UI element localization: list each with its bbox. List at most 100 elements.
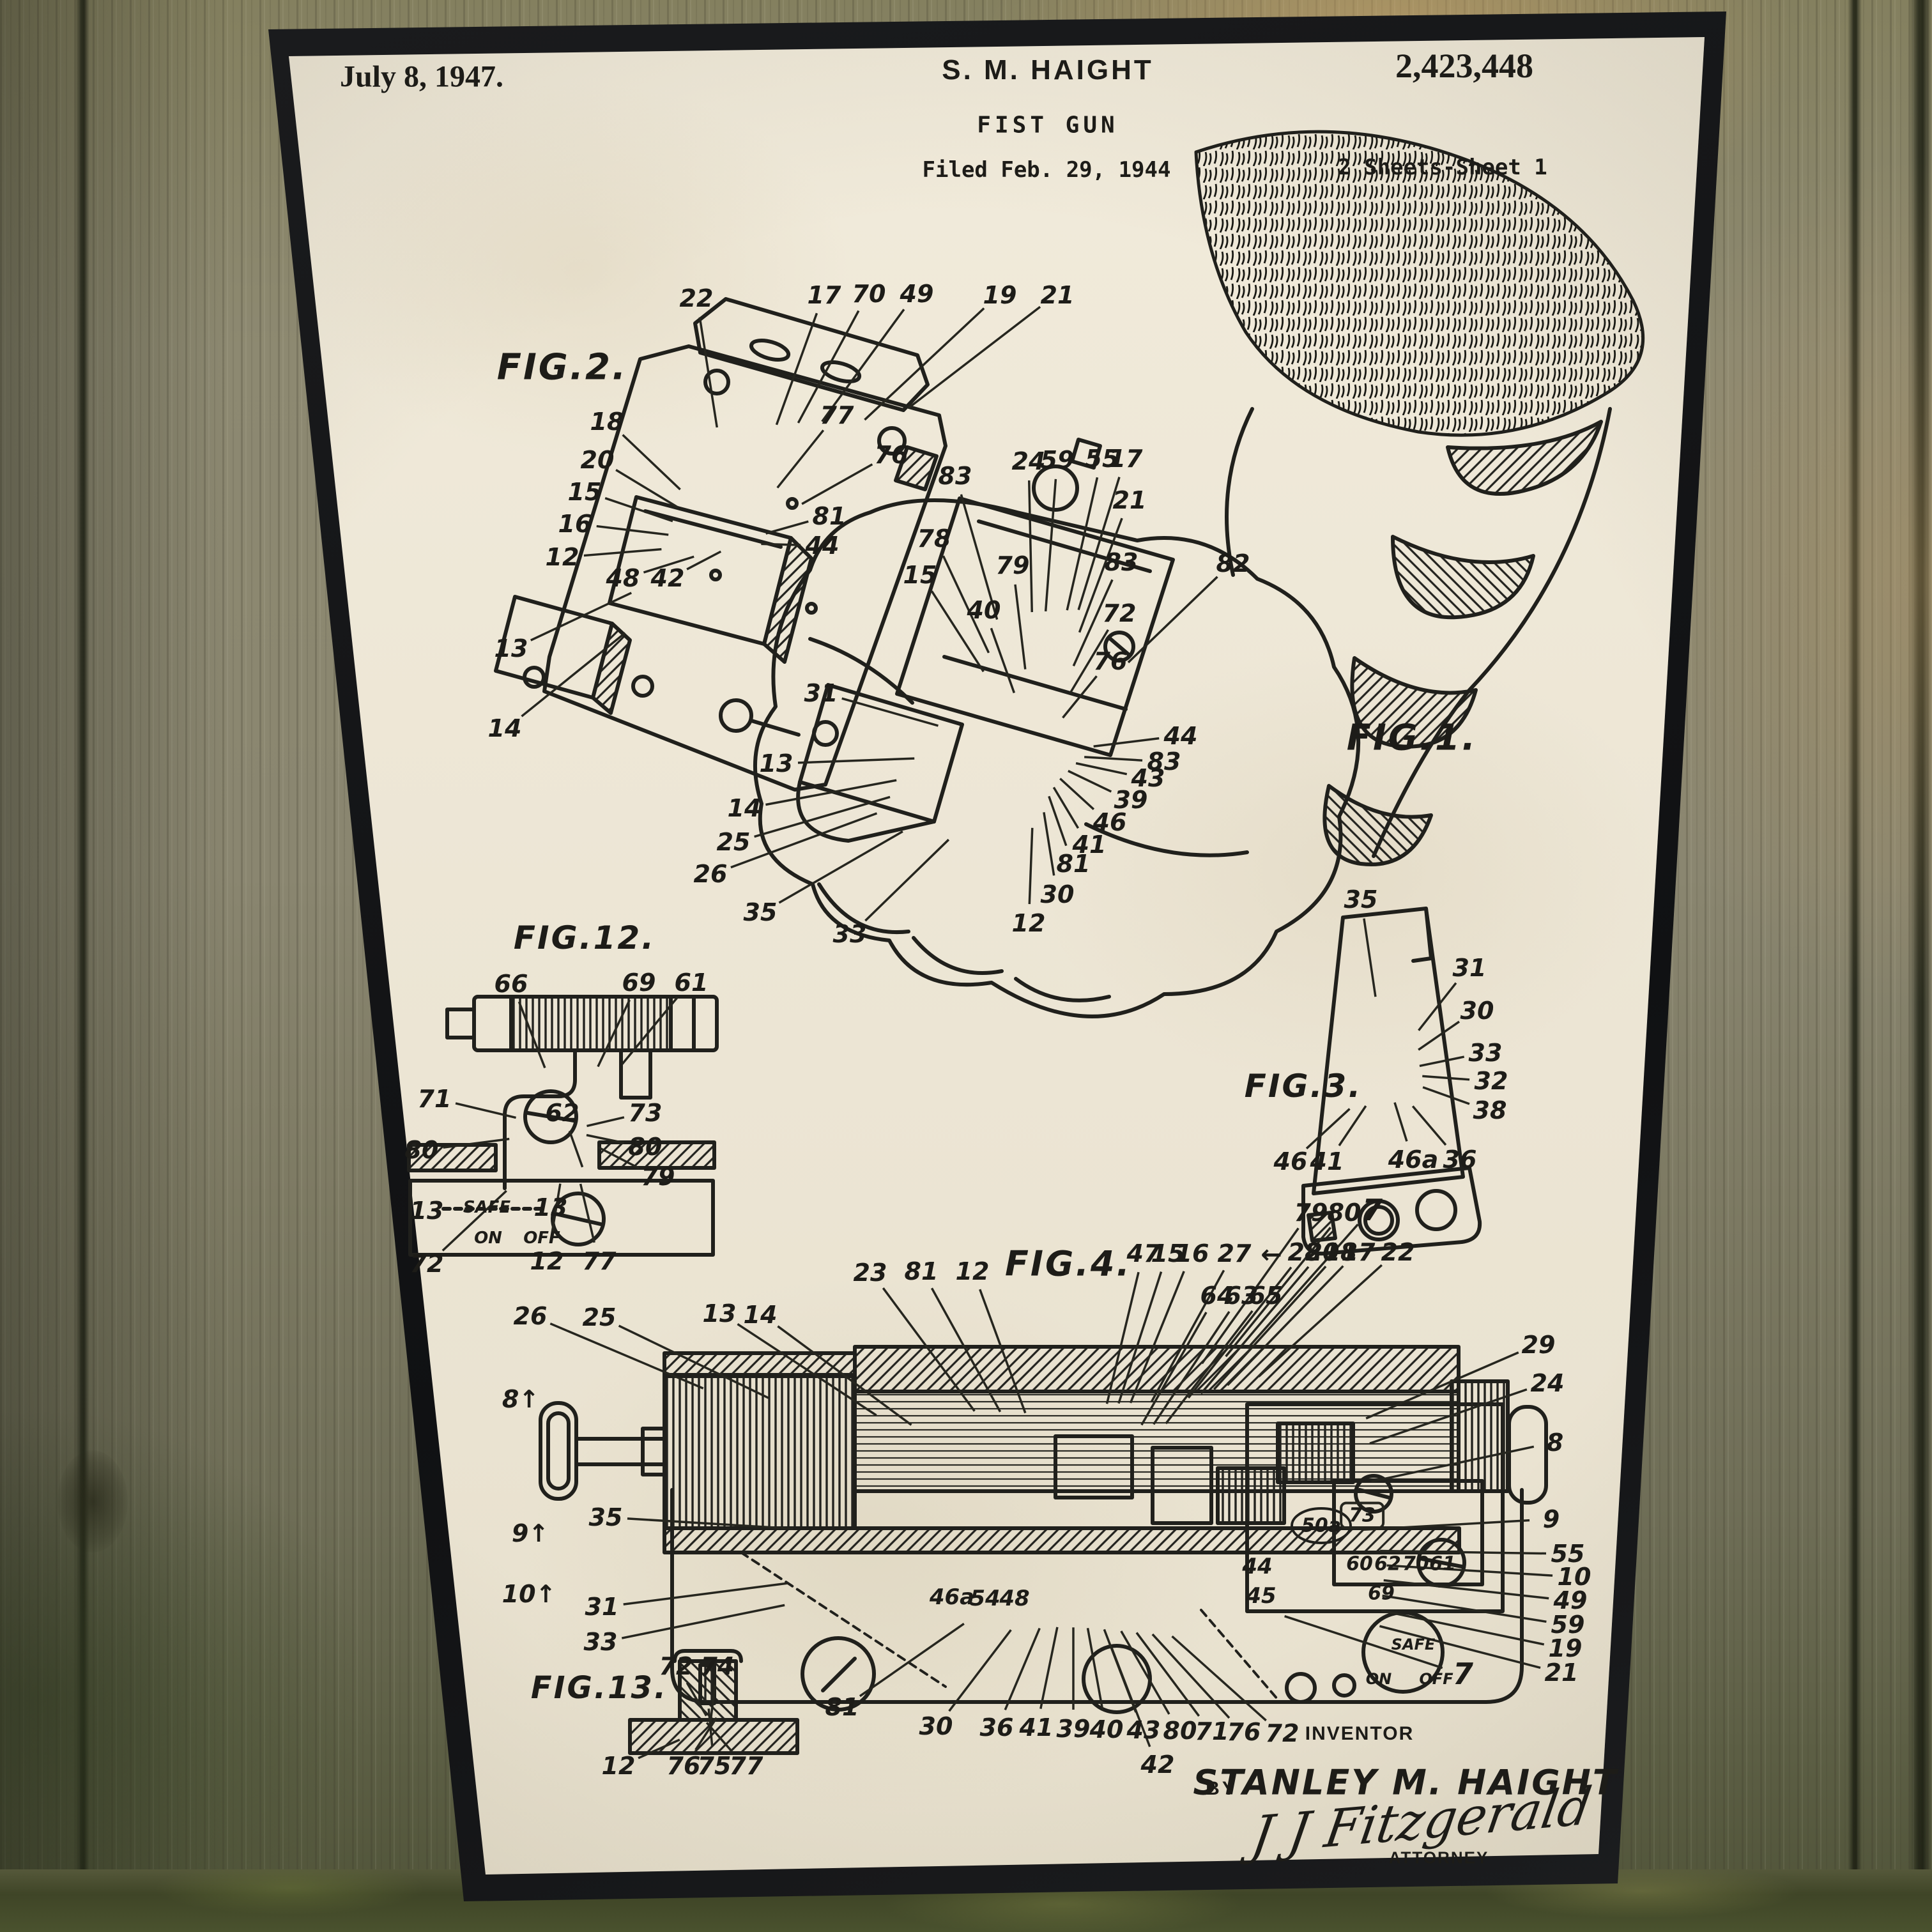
part-label-71: 71 <box>1195 1717 1229 1745</box>
part-label-21: 21 <box>1040 281 1075 309</box>
part-label-16: 16 <box>1175 1239 1209 1268</box>
part-label-75: 75 <box>697 1752 732 1780</box>
part-label-81: 81 <box>1056 850 1091 878</box>
part-label-79: 79 <box>1294 1199 1328 1227</box>
fig2-drawing <box>494 297 947 792</box>
part-label-80: 80 <box>404 1136 439 1164</box>
part-label-31: 31 <box>804 679 838 707</box>
part-label-15: 15 <box>567 478 602 506</box>
part-label-77: 77 <box>820 401 854 429</box>
part-label-10↑: 10↑ <box>502 1580 556 1608</box>
part-label-81: 81 <box>812 502 847 530</box>
part-label-26: 26 <box>693 860 728 888</box>
part-label-9↑: 9↑ <box>511 1519 549 1547</box>
part-label-30: 30 <box>919 1712 953 1740</box>
part-label-60: 60 <box>1346 1552 1373 1575</box>
part-label-48: 48 <box>606 564 640 592</box>
part-label-73: 73 <box>1340 1501 1384 1529</box>
part-label-13: 13 <box>533 1193 568 1222</box>
part-label-29: 29 <box>1521 1331 1556 1359</box>
part-label-61: 61 <box>674 969 709 997</box>
patent-title: FIST GUN <box>977 112 1119 139</box>
part-label-80: 80 <box>628 1133 663 1161</box>
part-label-24: 24 <box>1530 1369 1565 1397</box>
part-label-62: 62 <box>1374 1552 1401 1575</box>
patent-number: 2,423,448 <box>1395 47 1533 85</box>
part-label-13: 13 <box>410 1197 444 1225</box>
part-label-40: 40 <box>1089 1715 1124 1744</box>
part-label-44: 44 <box>1242 1554 1273 1579</box>
part-label-59: 59 <box>1040 446 1075 474</box>
part-label-65: 65 <box>1248 1282 1283 1310</box>
part-label-76: 76 <box>1227 1718 1261 1746</box>
part-label-12: 12 <box>601 1752 636 1780</box>
part-label-16: 16 <box>558 510 592 538</box>
part-label-28: 28 <box>1287 1238 1322 1266</box>
part-label-49: 49 <box>1553 1586 1588 1614</box>
part-label-SAFE: SAFE <box>463 1198 511 1217</box>
part-label-8↑: 8↑ <box>502 1385 540 1413</box>
part-label-69: 69 <box>622 969 656 997</box>
part-label-46a: 46a <box>1388 1146 1439 1174</box>
part-label-78: 78 <box>917 525 951 553</box>
part-label-83: 83 <box>1147 747 1181 776</box>
attorney-label: ATTORNEY <box>1388 1848 1489 1867</box>
part-label-59: 59 <box>1551 1611 1585 1639</box>
part-label-23: 23 <box>853 1259 887 1287</box>
part-label-55: 55 <box>1551 1540 1585 1568</box>
part-label-31: 31 <box>585 1593 619 1621</box>
part-label-32: 32 <box>1474 1067 1508 1095</box>
part-label-46: 46 <box>1273 1147 1308 1176</box>
part-label-49: 49 <box>900 280 934 308</box>
part-label-66: 66 <box>494 970 528 998</box>
part-label-76: 76 <box>1093 647 1128 675</box>
figure-title-fig4: FIG.4. <box>1005 1243 1131 1284</box>
part-label-22: 22 <box>1381 1238 1415 1266</box>
part-label-47: 47 <box>1126 1239 1161 1268</box>
part-label-39: 39 <box>1114 786 1148 814</box>
part-label-35: 35 <box>1344 885 1378 914</box>
part-label-74: 74 <box>700 1652 735 1680</box>
part-label-36: 36 <box>1443 1146 1477 1174</box>
part-label-50a: 50a <box>1301 1514 1341 1537</box>
part-label-12: 12 <box>545 543 579 571</box>
part-label-44: 44 <box>1163 722 1198 750</box>
part-label-14: 14 <box>743 1301 778 1329</box>
part-label-79: 79 <box>995 551 1030 579</box>
inventor-label: INVENTOR <box>1305 1723 1414 1744</box>
part-label-76: 76 <box>874 441 908 469</box>
part-label-7: 7 <box>1361 1193 1383 1227</box>
inventor-name: STANLEY M. HAIGHT <box>1193 1762 1618 1803</box>
part-label-8: 8 <box>1546 1429 1564 1457</box>
part-label-25: 25 <box>716 828 751 856</box>
figure-title-fig12: FIG.12. <box>513 919 656 956</box>
part-label-12: 12 <box>530 1247 564 1275</box>
part-label-30: 30 <box>1460 997 1494 1025</box>
fig3-drawing <box>1301 907 1482 1256</box>
part-label-33: 33 <box>1468 1039 1503 1067</box>
part-label-21: 21 <box>1544 1659 1579 1687</box>
patent-inventor-short: S. M. HAIGHT <box>942 54 1154 86</box>
part-label-43: 43 <box>1131 764 1165 792</box>
part-label-25: 25 <box>582 1303 617 1331</box>
fig12-drawing <box>407 995 719 1257</box>
part-label-72: 72 <box>410 1250 444 1278</box>
fig1-drawing <box>719 130 1645 1018</box>
part-label-19: 19 <box>1548 1634 1583 1662</box>
part-label-35: 35 <box>743 898 778 926</box>
part-label-80: 80 <box>1163 1717 1197 1745</box>
part-label-14: 14 <box>727 794 762 822</box>
figure-title-fig2: FIG.2. <box>496 346 628 388</box>
part-label-41: 41 <box>1310 1147 1344 1176</box>
part-label-18: 18 <box>590 408 624 436</box>
part-label-30: 30 <box>1040 880 1075 908</box>
part-label-72: 72 <box>659 1652 693 1680</box>
part-label-33: 33 <box>832 920 867 948</box>
part-label-39: 39 <box>1056 1715 1091 1743</box>
part-label-54: 54 <box>970 1586 1000 1611</box>
part-label-12: 12 <box>1011 909 1046 937</box>
part-label-77: 77 <box>582 1247 617 1275</box>
part-label-81: 81 <box>904 1257 939 1285</box>
